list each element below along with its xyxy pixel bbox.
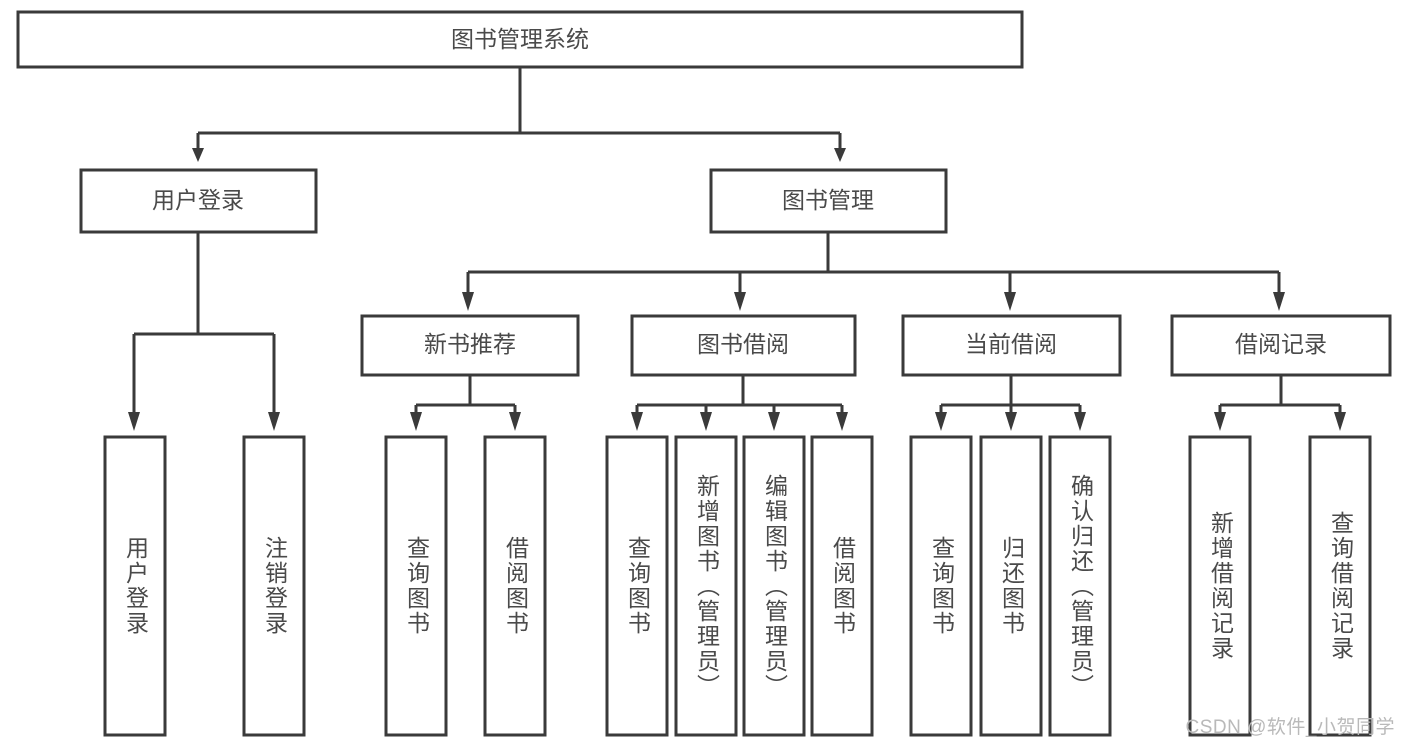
leaf-box-add-borrow-record[interactable] bbox=[1188, 435, 1252, 737]
leaf-box-borrow-book-nbr[interactable] bbox=[483, 435, 547, 737]
leaf-box-query-book-bb[interactable] bbox=[605, 435, 669, 737]
node-borrow-records-box[interactable] bbox=[1170, 314, 1392, 377]
node-root-box[interactable] bbox=[16, 10, 1024, 69]
connector-new-book-rec-to-leaves bbox=[410, 375, 521, 431]
arrow-to-book-borrow bbox=[734, 292, 746, 311]
arrow-nbr-leaf-2 bbox=[509, 412, 521, 431]
leaf-box-query-book-nbr[interactable] bbox=[384, 435, 448, 737]
node-current-borrow-box[interactable] bbox=[901, 314, 1122, 377]
node-new-book-recommend-box[interactable] bbox=[360, 314, 580, 377]
arrow-to-current-borrow bbox=[1004, 292, 1016, 311]
arrow-user-login-leaf-1 bbox=[128, 412, 140, 431]
arrow-to-new-book-rec bbox=[462, 292, 474, 311]
node-new-book-recommend-label: 新书推荐 bbox=[424, 331, 516, 357]
leaf-box-user-login[interactable] bbox=[103, 435, 167, 737]
connector-root-to-level1 bbox=[192, 67, 846, 162]
leaf-box-logout[interactable] bbox=[242, 435, 306, 737]
leaf-box-edit-book-admin[interactable] bbox=[742, 435, 806, 737]
node-book-management[interactable]: 图书管理 bbox=[709, 168, 948, 234]
connector-book-mgmt-to-level2 bbox=[462, 232, 1285, 311]
node-borrow-records[interactable]: 借阅记录 bbox=[1170, 314, 1392, 377]
arrow-cb-leaf-3 bbox=[1074, 412, 1086, 431]
leaf-box-query-borrow-record[interactable] bbox=[1308, 435, 1372, 737]
arrow-root-to-user-login bbox=[192, 148, 204, 162]
arrow-cb-leaf-1 bbox=[935, 412, 947, 431]
node-current-borrow-label: 当前借阅 bbox=[965, 331, 1057, 357]
arrow-to-borrow-records bbox=[1273, 292, 1285, 311]
node-book-borrow[interactable]: 图书借阅 bbox=[630, 314, 857, 377]
arrow-bb-leaf-2 bbox=[700, 412, 712, 431]
arrow-bb-leaf-1 bbox=[631, 412, 643, 431]
leaf-box-query-book-cb[interactable] bbox=[909, 435, 973, 737]
node-book-borrow-label: 图书借阅 bbox=[697, 331, 789, 357]
node-book-management-label: 图书管理 bbox=[782, 187, 874, 213]
node-current-borrow[interactable]: 当前借阅 bbox=[901, 314, 1122, 377]
leaf-box-confirm-return-admin[interactable] bbox=[1048, 435, 1112, 737]
node-root-label: 图书管理系统 bbox=[451, 26, 589, 52]
node-user-login[interactable]: 用户登录 bbox=[79, 168, 318, 234]
leaf-boxes bbox=[103, 435, 1372, 737]
node-book-borrow-box[interactable] bbox=[630, 314, 857, 377]
watermark: CSDN @软件_小贺同学 bbox=[1185, 717, 1395, 738]
arrow-bb-leaf-3 bbox=[768, 412, 780, 431]
arrow-cb-leaf-2 bbox=[1005, 412, 1017, 431]
arrow-br-leaf-2 bbox=[1334, 412, 1346, 431]
leaf-box-add-book-admin[interactable] bbox=[674, 435, 738, 737]
arrow-root-to-book-mgmt bbox=[834, 148, 846, 162]
arrow-nbr-leaf-1 bbox=[410, 412, 422, 431]
connector-current-borrow-to-leaves bbox=[935, 375, 1086, 431]
connector-book-borrow-to-leaves bbox=[631, 375, 848, 431]
node-new-book-recommend[interactable]: 新书推荐 bbox=[360, 314, 580, 377]
node-user-login-label: 用户登录 bbox=[152, 187, 244, 213]
connector-borrow-records-to-leaves bbox=[1214, 375, 1346, 431]
leaf-box-borrow-book-bb[interactable] bbox=[810, 435, 874, 737]
node-root[interactable]: 图书管理系统 bbox=[16, 10, 1024, 69]
node-book-management-box[interactable] bbox=[709, 168, 948, 234]
leaf-box-return-book[interactable] bbox=[979, 435, 1043, 737]
arrow-bb-leaf-4 bbox=[836, 412, 848, 431]
node-borrow-records-label: 借阅记录 bbox=[1235, 331, 1327, 357]
arrow-br-leaf-1 bbox=[1214, 412, 1226, 431]
connector-user-login-to-leaves bbox=[128, 232, 280, 431]
arrow-user-login-leaf-2 bbox=[268, 412, 280, 431]
